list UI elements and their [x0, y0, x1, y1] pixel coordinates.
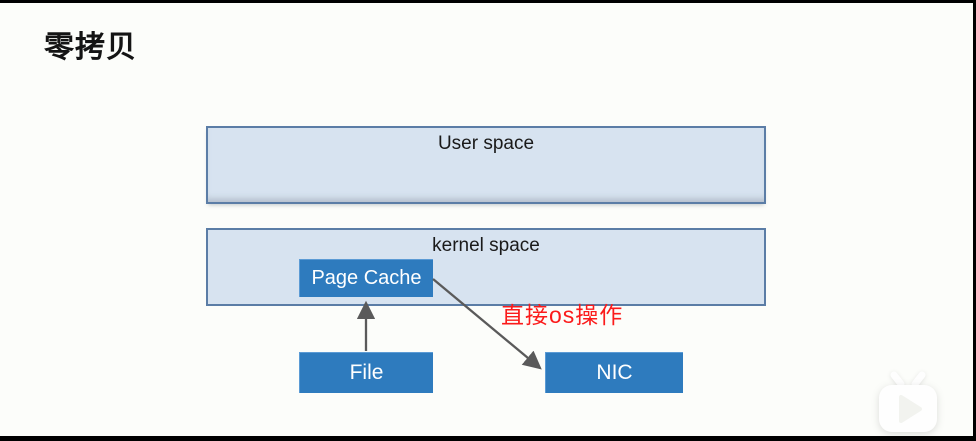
kernel-space-label: kernel space: [432, 235, 540, 256]
user-space-label: User space: [437, 133, 535, 154]
letterbox-bar-bottom: [0, 436, 976, 441]
user-space-box: User space: [206, 126, 766, 204]
letterbox-bar-top: [0, 0, 976, 3]
nic-box: NIC: [545, 352, 683, 393]
page-cache-box: Page Cache: [299, 259, 433, 297]
letterbox-bar-right: [973, 0, 976, 441]
file-box: File: [299, 352, 433, 393]
page-title: 零拷贝: [44, 31, 137, 64]
page-cache-label: Page Cache: [311, 267, 422, 289]
file-label: File: [349, 361, 384, 384]
nic-label: NIC: [596, 361, 633, 384]
kernel-space-box: kernel space: [206, 228, 766, 306]
direct-os-annotation: 直接os操作: [501, 302, 624, 328]
bilibili-tv-play-icon: [879, 371, 937, 432]
